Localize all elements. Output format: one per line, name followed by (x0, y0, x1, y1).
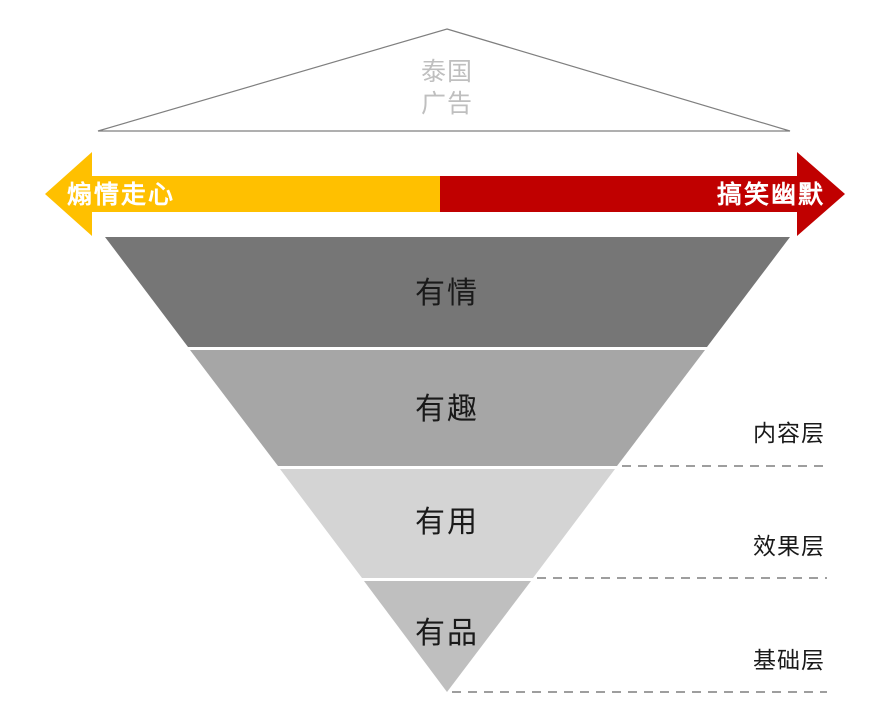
pyramid-layer-2-shape (190, 350, 705, 466)
side-label-foundation-layer: 基础层 (753, 647, 825, 673)
pyramid-layer-1-shape (105, 237, 790, 347)
thai-advertising-triangle-outline (97, 28, 791, 132)
thai-advertising-title-line-1: 泰国 (421, 58, 473, 86)
pyramid-layer-4-shape (364, 581, 531, 692)
spectrum-arrow-left-segment (45, 152, 440, 236)
side-label-effect-layer: 效果层 (753, 533, 825, 559)
side-label-content-layer: 内容层 (753, 420, 825, 446)
spectrum-arrow-right-label: 搞笑幽默 (717, 180, 825, 209)
pyramid-layer-1-label: 有情 (415, 277, 479, 310)
pyramid-layer-3-label: 有用 (415, 506, 479, 539)
spectrum-arrow-right-segment (440, 152, 845, 236)
thai-advertising-title-line-2: 广告 (421, 90, 473, 118)
pyramid-layer-3-shape (280, 469, 615, 578)
spectrum-arrow-left-label: 煽情走心 (67, 180, 175, 209)
pyramid-layer-2-label: 有趣 (415, 393, 479, 426)
pyramid-layer-4-label: 有品 (415, 617, 479, 650)
